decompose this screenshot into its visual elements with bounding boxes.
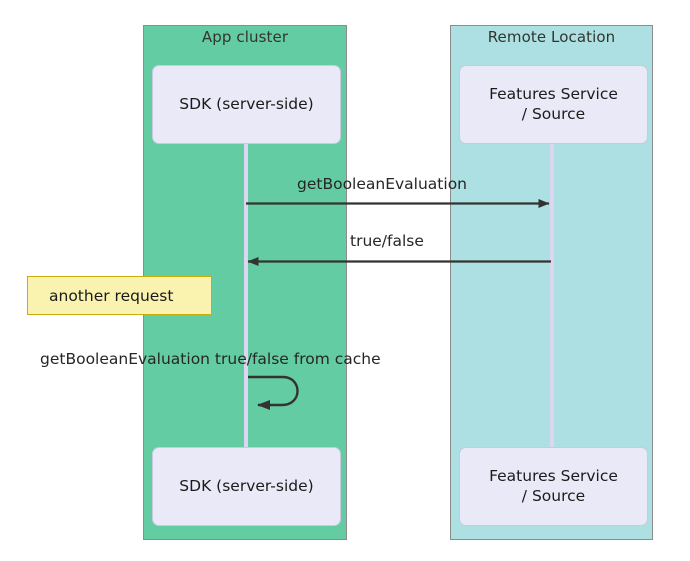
message-label-truefalse: true/false: [350, 232, 424, 250]
note-another-request: another request: [27, 276, 212, 315]
participant-box-features-service-top: Features Service / Source: [459, 65, 648, 144]
message-label-getbooleanevaluation-from-cache: getBooleanEvaluation true/false from cac…: [40, 350, 381, 368]
panel-app-cluster-title: App cluster: [201, 28, 289, 46]
participant-box-sdk-top: SDK (server-side): [152, 65, 341, 144]
participant-box-sdk-bottom: SDK (server-side): [152, 447, 341, 526]
message-label-getbooleanevaluation: getBooleanEvaluation: [297, 175, 468, 193]
note-another-request-label: another request: [49, 286, 174, 305]
participant-box-features-service-bottom: Features Service / Source: [459, 447, 648, 526]
lifeline-features-service: [550, 143, 554, 448]
lifeline-sdk: [244, 143, 248, 448]
panel-remote-location-title: Remote Location: [487, 28, 616, 46]
